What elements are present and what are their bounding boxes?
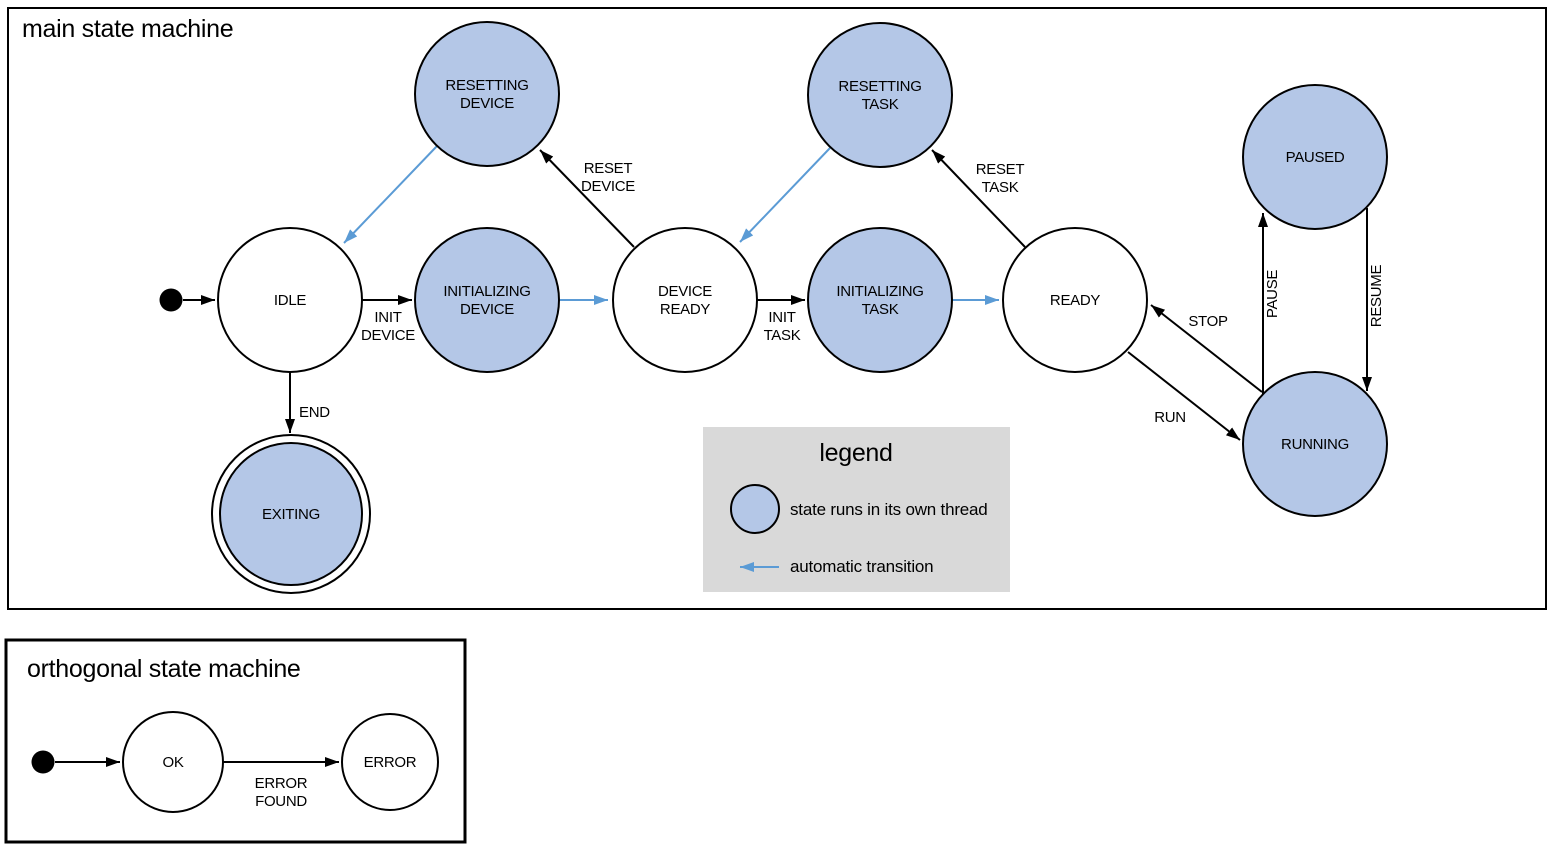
legend-auto-label: automatic transition [790, 557, 933, 576]
state-running-circle [1242, 371, 1388, 517]
state-ready-circle [1002, 227, 1148, 373]
transition-init-device: INIT DEVICE [361, 295, 416, 344]
state-paused: PAUSED [1242, 84, 1388, 230]
transition-run-arrow [1127, 351, 1241, 441]
auto-transition-resetting-device-to-idle [343, 145, 438, 244]
main-state-machine-title: main state machine [22, 15, 233, 43]
main-state-machine-frame [7, 7, 1547, 610]
transition-reset-task-arrow [931, 149, 1026, 248]
state-exiting-inner-circle [219, 442, 363, 586]
transition-init-device-label-line2: DEVICE [361, 327, 415, 344]
state-exiting-label: EXITING [262, 506, 320, 523]
state-initializing-task-circle [807, 227, 953, 373]
state-initializing-device-circle [414, 227, 560, 373]
state-paused-label: PAUSED [1286, 149, 1345, 166]
transition-end: END [285, 372, 331, 433]
state-ready: READY [1002, 227, 1148, 373]
transition-stop: STOP [1150, 304, 1263, 393]
state-running-label: RUNNING [1281, 436, 1349, 453]
state-resetting-device-label-line1: RESETTING [445, 77, 528, 94]
state-exiting-final: EXITING [211, 434, 371, 594]
state-initializing-device-label-line2: DEVICE [460, 301, 514, 318]
transition-error-found-label-line1: ERROR [255, 775, 308, 792]
transition-reset-device: RESET DEVICE [539, 149, 636, 248]
state-ok-label: OK [162, 754, 183, 771]
state-idle-label: IDLE [274, 292, 306, 309]
state-resetting-device-circle [414, 21, 560, 167]
transition-pause-label: PAUSE [1264, 270, 1281, 319]
state-ok: OK [122, 711, 224, 813]
transition-run-label: RUN [1154, 409, 1186, 426]
state-initializing-task: INITIALIZING TASK [807, 227, 953, 373]
orthogonal-state-machine: orthogonal state machine OK ERROR FOUND … [4, 638, 467, 844]
state-idle-circle [217, 227, 363, 373]
transition-reset-task: RESET TASK [931, 149, 1026, 248]
auto-transition-resetting-task-to-device-ready [739, 147, 831, 243]
state-device-ready-label-line2: READY [660, 301, 710, 318]
orthogonal-initial-state-dot [31, 750, 55, 774]
transition-run: RUN [1127, 351, 1241, 441]
state-error-label: ERROR [364, 754, 417, 771]
state-ready-label: READY [1050, 292, 1100, 309]
state-device-ready-label-line1: DEVICE [658, 283, 712, 300]
state-resetting-task: RESETTING TASK [807, 22, 953, 168]
transition-init-task-label-line2: TASK [764, 327, 801, 344]
state-resetting-task-circle [807, 22, 953, 168]
transition-reset-task-label-line2: TASK [982, 179, 1019, 196]
transition-resume-label: RESUME [1368, 265, 1385, 328]
state-error: ERROR [341, 713, 439, 811]
orthogonal-state-machine-frame [4, 638, 467, 844]
legend-thread-label: state runs in its own thread [790, 500, 988, 519]
transition-reset-device-arrow [539, 149, 635, 248]
orthogonal-state-machine-title: orthogonal state machine [27, 655, 301, 683]
transition-error-found: ERROR FOUND [223, 757, 339, 810]
state-idle: IDLE [217, 227, 363, 373]
initial-state-dot [159, 288, 183, 312]
state-initializing-task-label-line2: TASK [862, 301, 899, 318]
transition-resume: RESUME [1362, 208, 1385, 391]
transition-init-device-label-line1: INIT [374, 309, 401, 326]
transition-init-task-label-line1: INIT [768, 309, 795, 326]
state-initializing-task-label-line1: INITIALIZING [836, 283, 923, 300]
legend-thread-state-icon [730, 484, 780, 534]
transition-stop-arrow [1150, 304, 1263, 393]
transition-reset-task-label-line1: RESET [976, 161, 1025, 178]
legend-title: legend [819, 439, 892, 467]
transition-reset-device-label-line2: DEVICE [581, 178, 635, 195]
state-resetting-device: RESETTING DEVICE [414, 21, 560, 167]
transition-init-task: INIT TASK [757, 295, 805, 344]
state-resetting-task-label-line1: RESETTING [838, 78, 921, 95]
transition-pause: PAUSE [1258, 213, 1281, 394]
transition-end-label: END [299, 404, 330, 421]
legend-box: legend state runs in its own thread auto… [703, 427, 1010, 592]
transition-stop-label: STOP [1188, 313, 1228, 330]
state-initializing-device: INITIALIZING DEVICE [414, 227, 560, 373]
transition-error-found-label-line2: FOUND [255, 793, 307, 810]
state-error-circle [341, 713, 439, 811]
state-resetting-task-label-line2: TASK [862, 96, 899, 113]
state-device-ready: DEVICE READY [612, 227, 758, 373]
state-running: RUNNING [1242, 371, 1388, 517]
state-device-ready-circle [612, 227, 758, 373]
transition-reset-device-label-line1: RESET [584, 160, 633, 177]
state-initializing-device-label-line1: INITIALIZING [443, 283, 530, 300]
state-paused-circle [1242, 84, 1388, 230]
state-resetting-device-label-line2: DEVICE [460, 95, 514, 112]
